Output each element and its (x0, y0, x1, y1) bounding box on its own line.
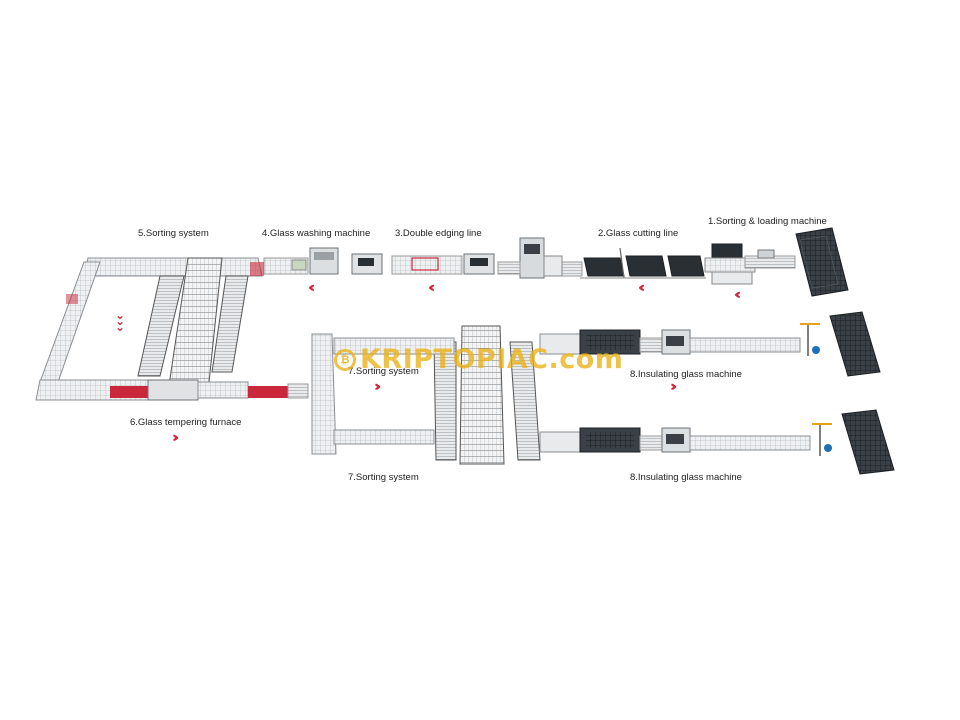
insulating-rack-lower (841, 409, 895, 475)
glass-cutting-tables (559, 247, 706, 279)
label-tempering: 6.Glass tempering furnace (130, 417, 242, 428)
label-sorting-loading: 1.Sorting & loading machine (708, 216, 827, 227)
label-glass-cutting: 2.Glass cutting line (598, 228, 679, 239)
label-double-edging: 3.Double edging line (395, 228, 482, 239)
flow-arrow-left-1: ‹‹‹ (734, 287, 742, 303)
label-sorting-7a: 7.Sorting system (348, 366, 419, 377)
flow-arrow-right-1: ››› (172, 430, 180, 446)
glass-washing-machine (263, 247, 383, 275)
flow-arrow-down: ⌄ ⌄ ⌄ (115, 308, 126, 334)
insulating-rack-upper (829, 311, 881, 377)
label-sorting-5: 5.Sorting system (138, 228, 209, 239)
flow-arrow-left-2: ‹‹‹ (638, 280, 646, 296)
insulating-machine-upper (539, 323, 820, 356)
watermark-text: KRIPTOPIAC.com (360, 344, 624, 375)
return-conveyor (35, 261, 153, 401)
label-insulating-8b: 8.Insulating glass machine (630, 472, 742, 483)
double-edging-machine (391, 237, 563, 279)
label-sorting-7b: 7.Sorting system (348, 472, 419, 483)
flow-arrow-left-4: ‹‹‹ (308, 280, 316, 296)
watermark-coin-icon: ₿ (334, 349, 356, 371)
loading-rack-stack (795, 227, 849, 297)
insulating-machine-lower (539, 423, 832, 456)
feed-conveyor-vertical (311, 333, 337, 455)
label-glass-washing: 4.Glass washing machine (262, 228, 371, 239)
flow-arrow-left-3: ‹‹‹ (428, 280, 436, 296)
sorting-system-top (83, 257, 264, 393)
sorting-system-middle (333, 325, 541, 465)
flow-arrow-right-2: ››› (374, 379, 382, 395)
loading-machine (704, 243, 796, 285)
flow-arrow-right-3: ››› (670, 379, 678, 395)
label-insulating-8a: 8.Insulating glass machine (630, 369, 742, 380)
tempering-furnace (110, 379, 309, 401)
